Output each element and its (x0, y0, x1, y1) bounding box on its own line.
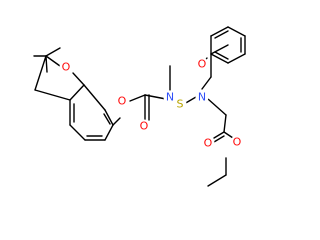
atom-o-carbamate-carbonyl: O (137, 119, 151, 133)
atom-n-benzoyl: N (195, 90, 209, 104)
svg-text:O: O (204, 137, 213, 150)
svg-text:N: N (198, 91, 206, 104)
atom-n-methyl: N (163, 90, 177, 104)
atom-labels: O O O N S N O O (59, 57, 244, 150)
atom-o-ring: O (59, 60, 73, 74)
svg-text:O: O (118, 95, 127, 108)
svg-text:N: N (166, 91, 174, 104)
svg-text:O: O (62, 61, 71, 74)
bond-lines (33, 26, 246, 187)
svg-text:O: O (198, 58, 207, 71)
atom-s-bridge: S (173, 97, 187, 111)
atom-o-ester-aryl: O (115, 94, 129, 108)
chemical-structure: O O O N S N O O (33, 26, 246, 187)
atom-o-benzoyl: O (195, 57, 209, 71)
svg-text:O: O (233, 136, 242, 149)
atom-o-ester-carbonyl: O (201, 136, 215, 150)
atom-o-ethoxy: O (230, 135, 244, 149)
svg-text:O: O (140, 120, 149, 133)
svg-text:S: S (177, 98, 184, 111)
